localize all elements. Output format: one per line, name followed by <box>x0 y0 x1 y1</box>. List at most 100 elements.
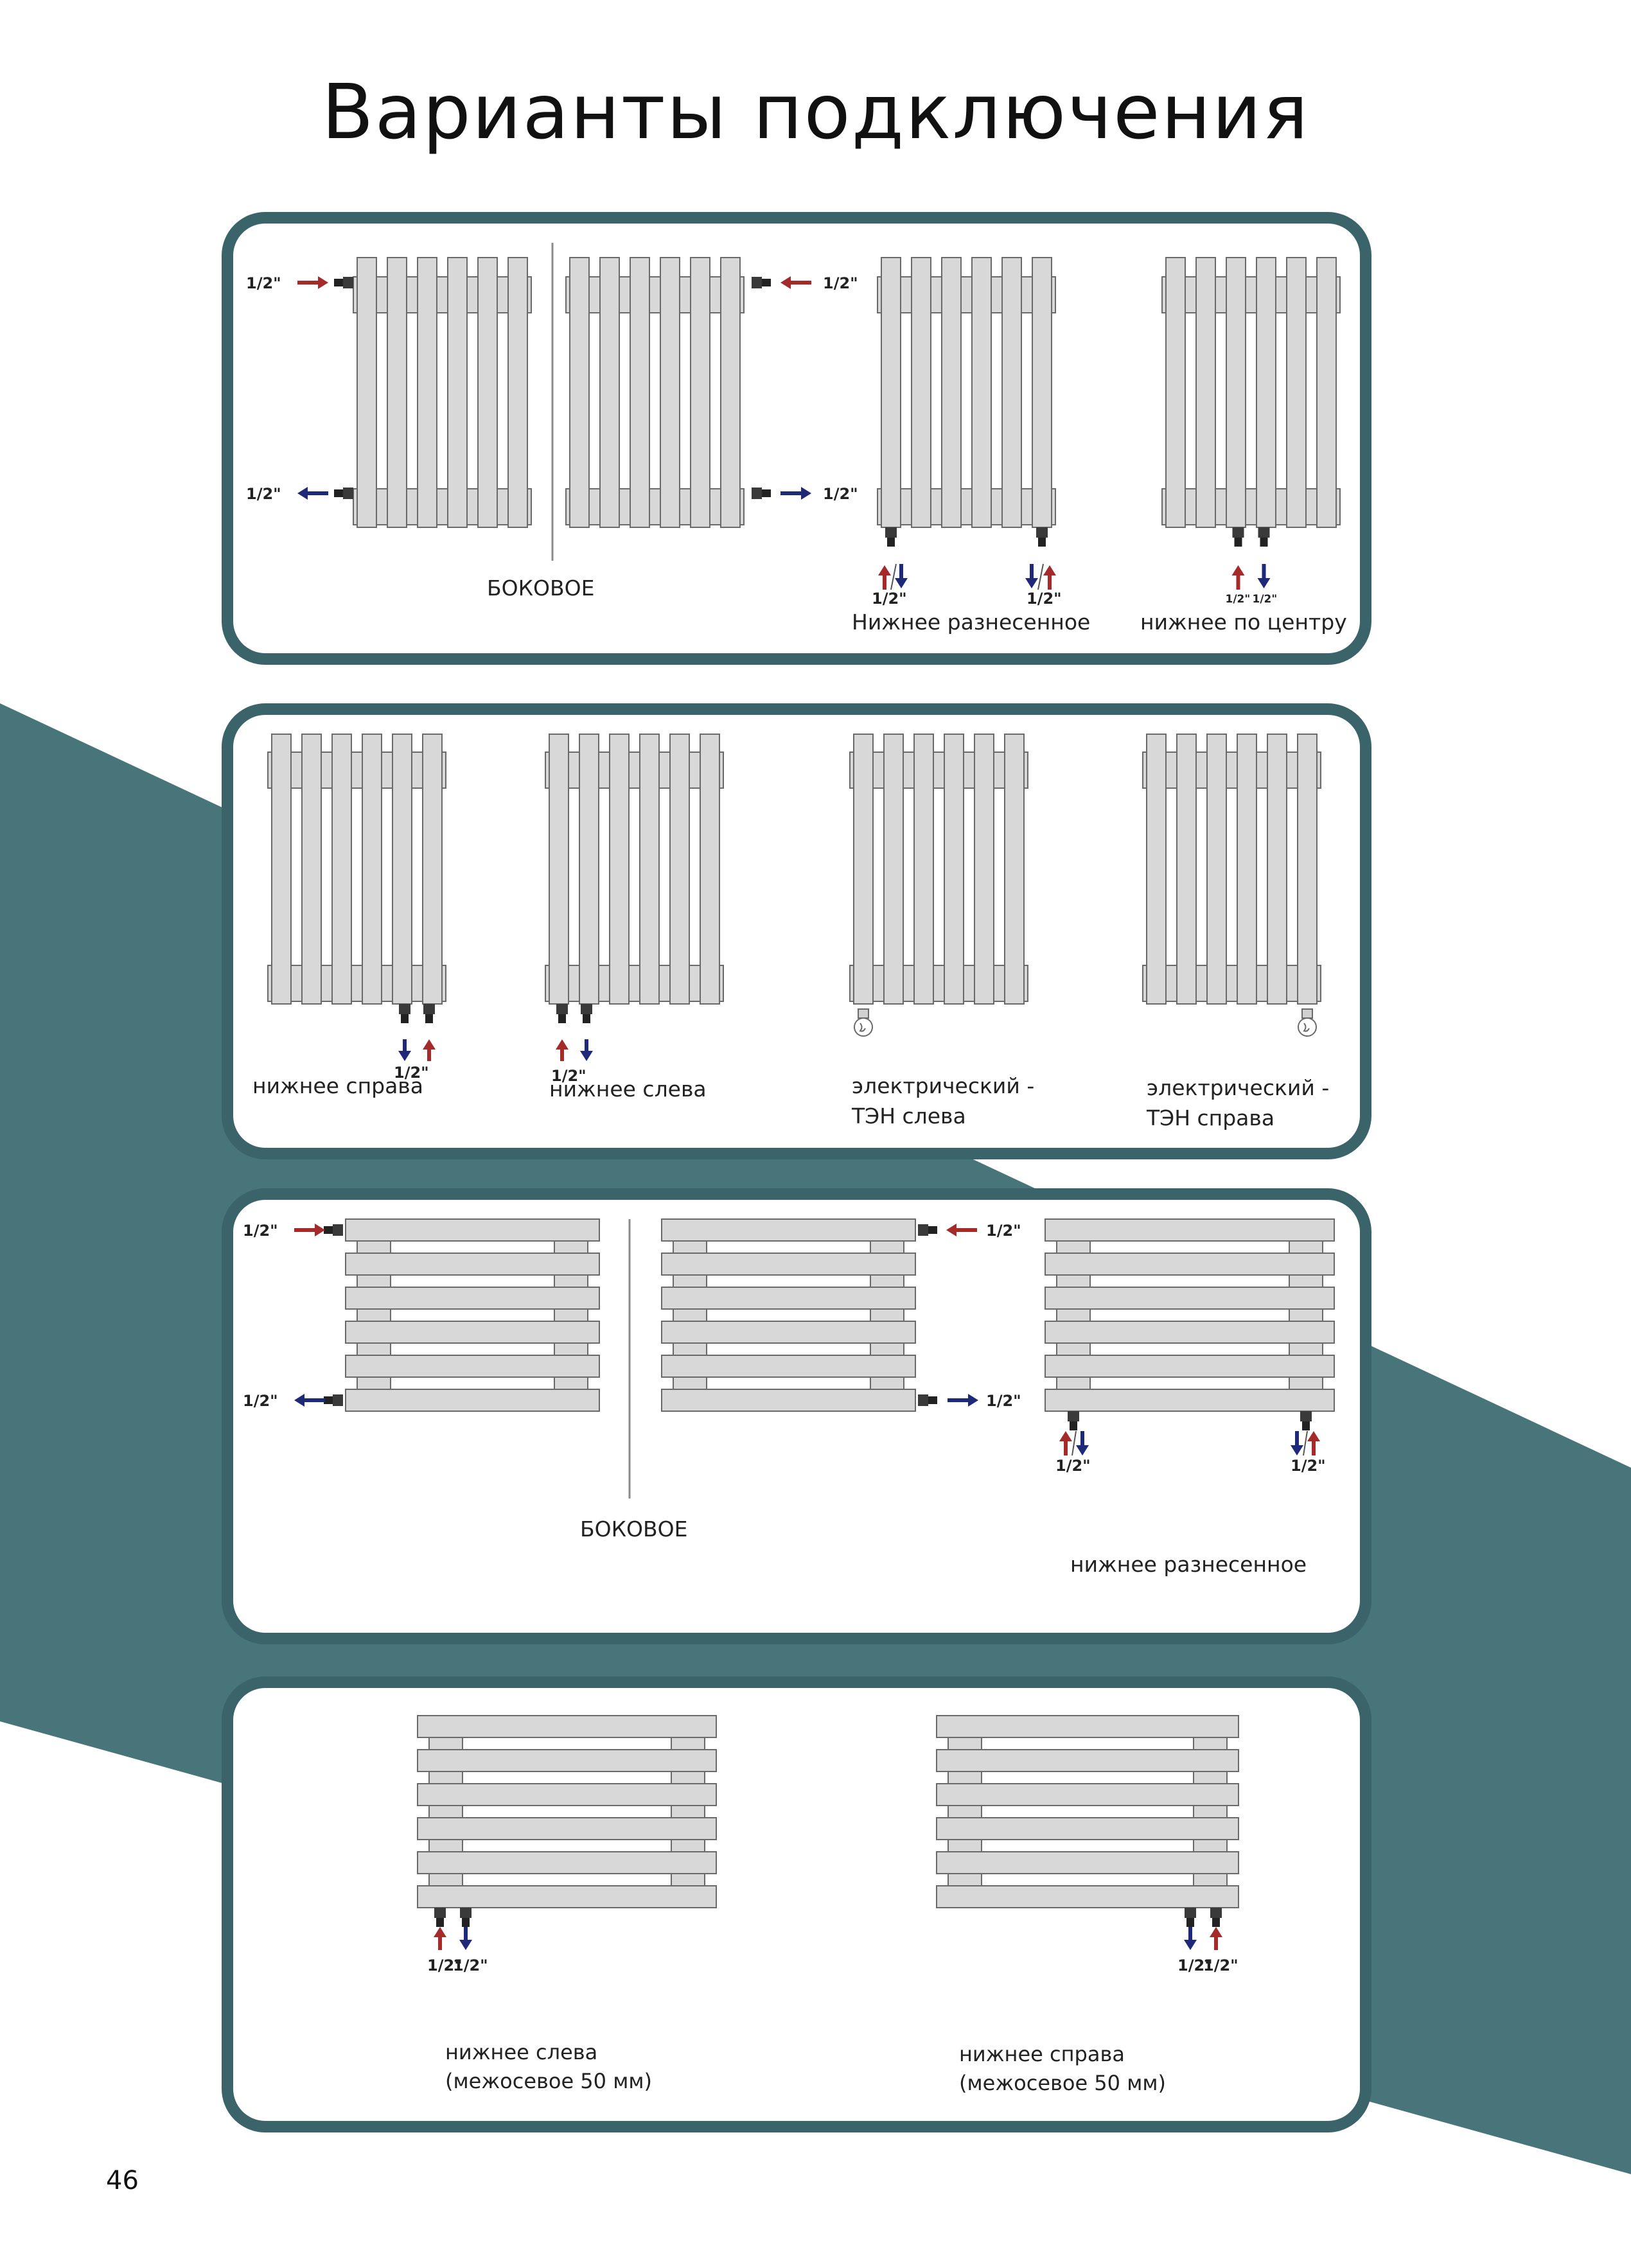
radiator-section <box>417 257 437 528</box>
label-bottom-center: нижнее по центру <box>1140 610 1347 635</box>
radiator-bar <box>936 1817 1239 1840</box>
radiator-bar <box>417 1715 717 1738</box>
label-electric-left-1: электрический - <box>852 1073 1035 1098</box>
panel-1-diagram: 1/2"1/2"1/2"1/2"1/2"1/2"1/2"1/2" <box>246 243 1341 608</box>
separator <box>1303 1430 1308 1456</box>
radiator-bar <box>936 1885 1239 1908</box>
pipe-size-label: 1/2" <box>986 1392 1021 1410</box>
label-bottom-spread: нижнее разнесенное <box>1070 1552 1307 1577</box>
flow-arrow-head <box>1257 578 1271 588</box>
radiator-bar <box>661 1218 916 1242</box>
pipe-size-label: 1/2" <box>1226 593 1251 606</box>
panel-3-diagram: 1/2"1/2"1/2"1/2"1/2"1/2" <box>243 1218 1335 1499</box>
valve <box>333 1224 343 1236</box>
radiator-top-collector <box>267 752 446 789</box>
radiator-bottom-collector <box>267 965 446 1002</box>
radiator-bar <box>417 1817 717 1840</box>
radiator-bar <box>661 1253 916 1276</box>
valve <box>423 1004 435 1014</box>
valve <box>1068 1411 1079 1421</box>
pipe-size-label: 1/2" <box>823 274 858 292</box>
panel-vertical-bottom-electric: 1/2"1/2" нижнее справа нижнее слева элек… <box>222 703 1371 1159</box>
valve <box>333 1394 343 1406</box>
valve <box>460 1908 472 1918</box>
flow-arrow-head <box>580 1051 593 1061</box>
valve <box>1210 1908 1222 1918</box>
radiator-bar <box>1045 1218 1335 1242</box>
valve <box>434 1908 446 1918</box>
valve <box>556 1004 568 1014</box>
radiator-bar <box>345 1218 600 1242</box>
flow-arrow-head <box>398 1051 411 1061</box>
flow-arrow-head <box>895 578 908 588</box>
flow-arrow-head <box>318 276 328 289</box>
radiator-post <box>554 1218 588 1412</box>
radiator-section <box>357 257 377 528</box>
radiator-section <box>1176 734 1197 1005</box>
radiator-bar <box>345 1321 600 1344</box>
radiator-top-collector <box>1142 752 1321 789</box>
valve <box>334 279 343 286</box>
valve <box>425 1014 433 1023</box>
radiator-section <box>507 257 528 528</box>
radiator-section <box>941 257 962 528</box>
radiator-section <box>669 734 690 1005</box>
pipe-size-label: 1/2" <box>243 1222 278 1240</box>
valve <box>928 1226 937 1234</box>
radiator-section <box>1267 734 1287 1005</box>
valve <box>343 488 353 499</box>
flow-arrow-head <box>1076 1445 1089 1455</box>
valve <box>752 488 762 499</box>
valve <box>334 489 343 497</box>
valve <box>752 277 762 288</box>
panel-4-diagram: 1/2"1/2"1/2"1/2" <box>417 1715 1239 1974</box>
radiator-section <box>883 734 904 1005</box>
radiator-top-collector <box>877 276 1056 313</box>
valve <box>918 1394 928 1406</box>
radiator-section <box>700 734 720 1005</box>
valve <box>918 1224 928 1236</box>
radiator-bar <box>1045 1389 1335 1412</box>
radiator-bar <box>417 1749 717 1772</box>
radiator-top-collector <box>353 276 532 313</box>
panel-2-diagram: 1/2"1/2" <box>267 734 1321 1085</box>
radiator-section <box>881 257 901 528</box>
radiator-bar <box>417 1783 717 1806</box>
flow-arrow-head <box>801 487 811 500</box>
radiator-section <box>1226 257 1246 528</box>
heater-element <box>858 1008 869 1019</box>
radiator-post <box>870 1218 904 1412</box>
valve <box>399 1004 410 1014</box>
radiator-bottom-collector <box>353 488 532 525</box>
radiator-section <box>1032 257 1052 528</box>
radiator-bar <box>936 1715 1239 1738</box>
valve <box>762 489 771 497</box>
valve <box>928 1396 937 1404</box>
flow-arrow-head <box>1210 1927 1222 1937</box>
valve <box>1300 1411 1312 1421</box>
page-number: 46 <box>106 2166 139 2195</box>
label-bottom-right: нижнее справа <box>252 1073 423 1098</box>
radiator-bar <box>1045 1253 1335 1276</box>
pipe-size-label: 1/2" <box>1177 1956 1213 1974</box>
label-bottom-right-1: нижнее справа <box>959 2042 1125 2066</box>
radiator-section <box>549 734 569 1005</box>
pipe-size-label: 1/2" <box>823 485 858 503</box>
pipe-size-label: 1/2" <box>1027 590 1062 608</box>
radiator-post <box>948 1715 982 1908</box>
radiator-section <box>1146 734 1167 1005</box>
valve <box>1212 1918 1220 1927</box>
radiator-section <box>911 257 931 528</box>
radiator-section <box>1165 257 1186 528</box>
radiator-section <box>690 257 710 528</box>
radiator-bar <box>345 1287 600 1310</box>
label-side: БОКОВОЕ <box>487 576 595 601</box>
radiator-section <box>1286 257 1307 528</box>
valve <box>762 279 771 286</box>
label-bottom-left-1: нижнее слева <box>445 2040 598 2064</box>
flow-arrow-head <box>946 1224 957 1236</box>
flow-arrow-head <box>294 1394 304 1407</box>
flow-arrow-head <box>968 1394 978 1407</box>
pipe-size-label: 1/2" <box>551 1067 586 1085</box>
heater-element <box>854 1017 873 1037</box>
